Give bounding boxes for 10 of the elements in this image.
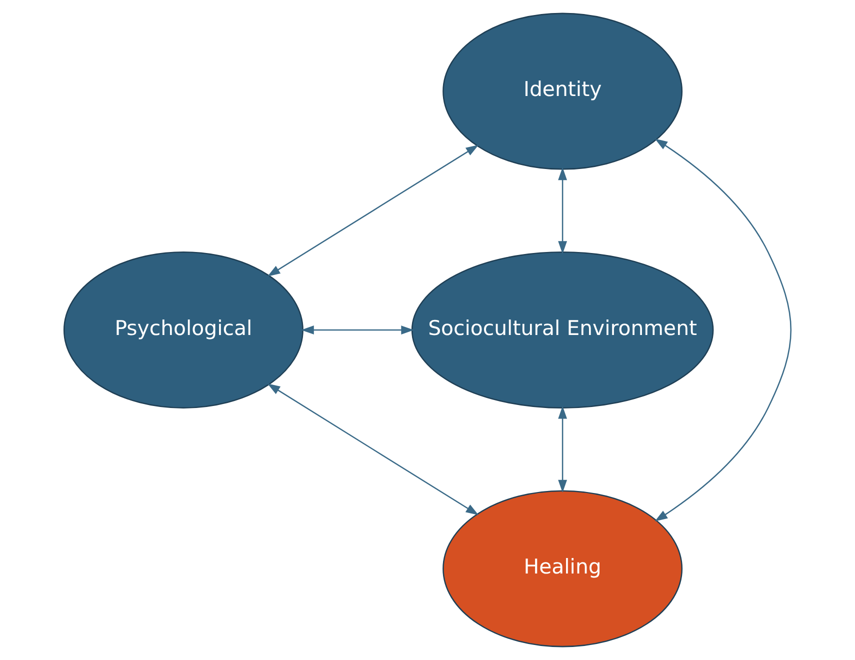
- arrow: [558, 167, 568, 254]
- node-ellipse: Identity: [442, 12, 683, 170]
- arrow: [654, 138, 792, 522]
- arrow: [267, 384, 479, 516]
- arrow: [267, 144, 479, 276]
- node-ellipse: Sociocultural Environment: [411, 252, 714, 408]
- arrow: [558, 406, 568, 493]
- arrow: [301, 326, 414, 334]
- node-ellipse: Psychological: [63, 252, 304, 408]
- node-ellipse: Healing: [442, 490, 683, 648]
